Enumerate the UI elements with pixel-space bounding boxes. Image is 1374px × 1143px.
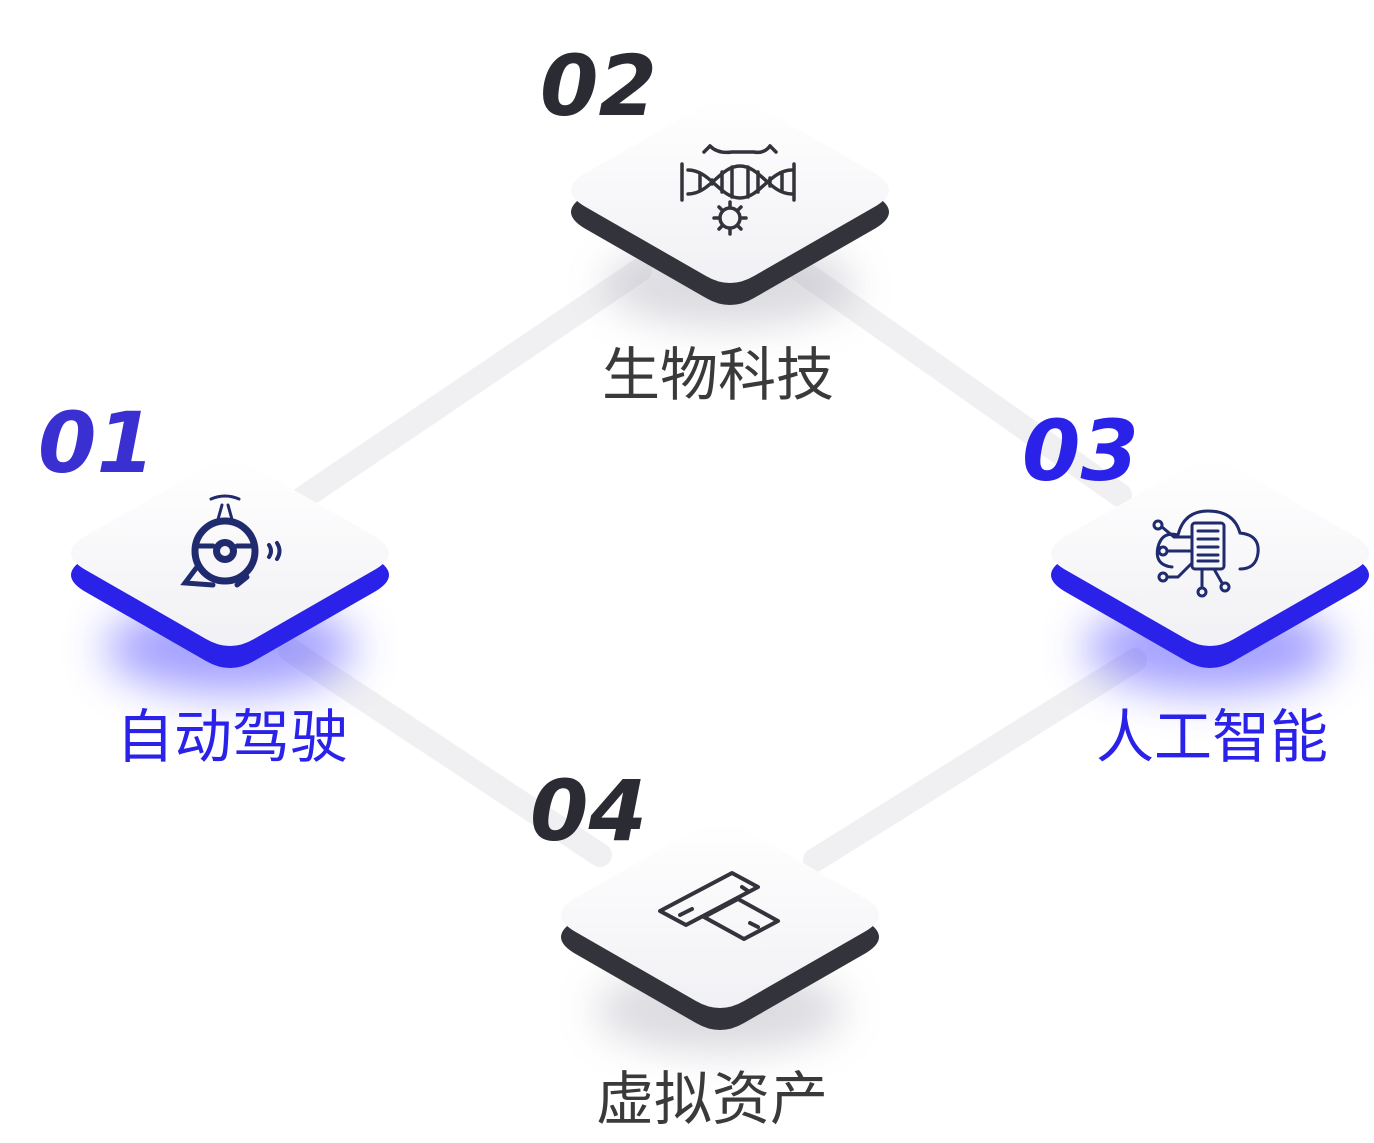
connector-03-04: [803, 648, 1147, 872]
connector-04-01: [278, 638, 612, 867]
node-02-tile-face: [571, 97, 889, 283]
node-04-number: 04: [530, 762, 647, 860]
node-01-label: 自动驾驶: [115, 703, 349, 771]
asset-card-icon: [658, 871, 780, 941]
node-02-biotech[interactable]: [571, 97, 889, 327]
node-03-ai[interactable]: [1051, 460, 1369, 693]
dna-gear-icon: [680, 144, 796, 236]
node-04-label: 虚拟资产: [595, 1065, 829, 1133]
node-02-number: 02: [540, 37, 657, 135]
connector-02-03: [788, 258, 1132, 507]
node-01-autonomous-driving[interactable]: [71, 460, 389, 693]
connector-01-02: [288, 258, 652, 512]
node-03-label: 人工智能: [1095, 703, 1329, 771]
node-04-virtual-assets[interactable]: [561, 822, 879, 1052]
node-01-number: 01: [38, 394, 155, 492]
cloud-server-circuit-icon: [1152, 509, 1260, 598]
node-04-tile-face: [561, 822, 879, 1008]
autonomous-driving-icon: [180, 494, 282, 588]
connector-lines: [278, 258, 1147, 872]
node-03-tile-face: [1051, 460, 1369, 646]
node-03-number: 03: [1022, 402, 1139, 500]
node-02-label: 生物科技: [601, 341, 835, 409]
